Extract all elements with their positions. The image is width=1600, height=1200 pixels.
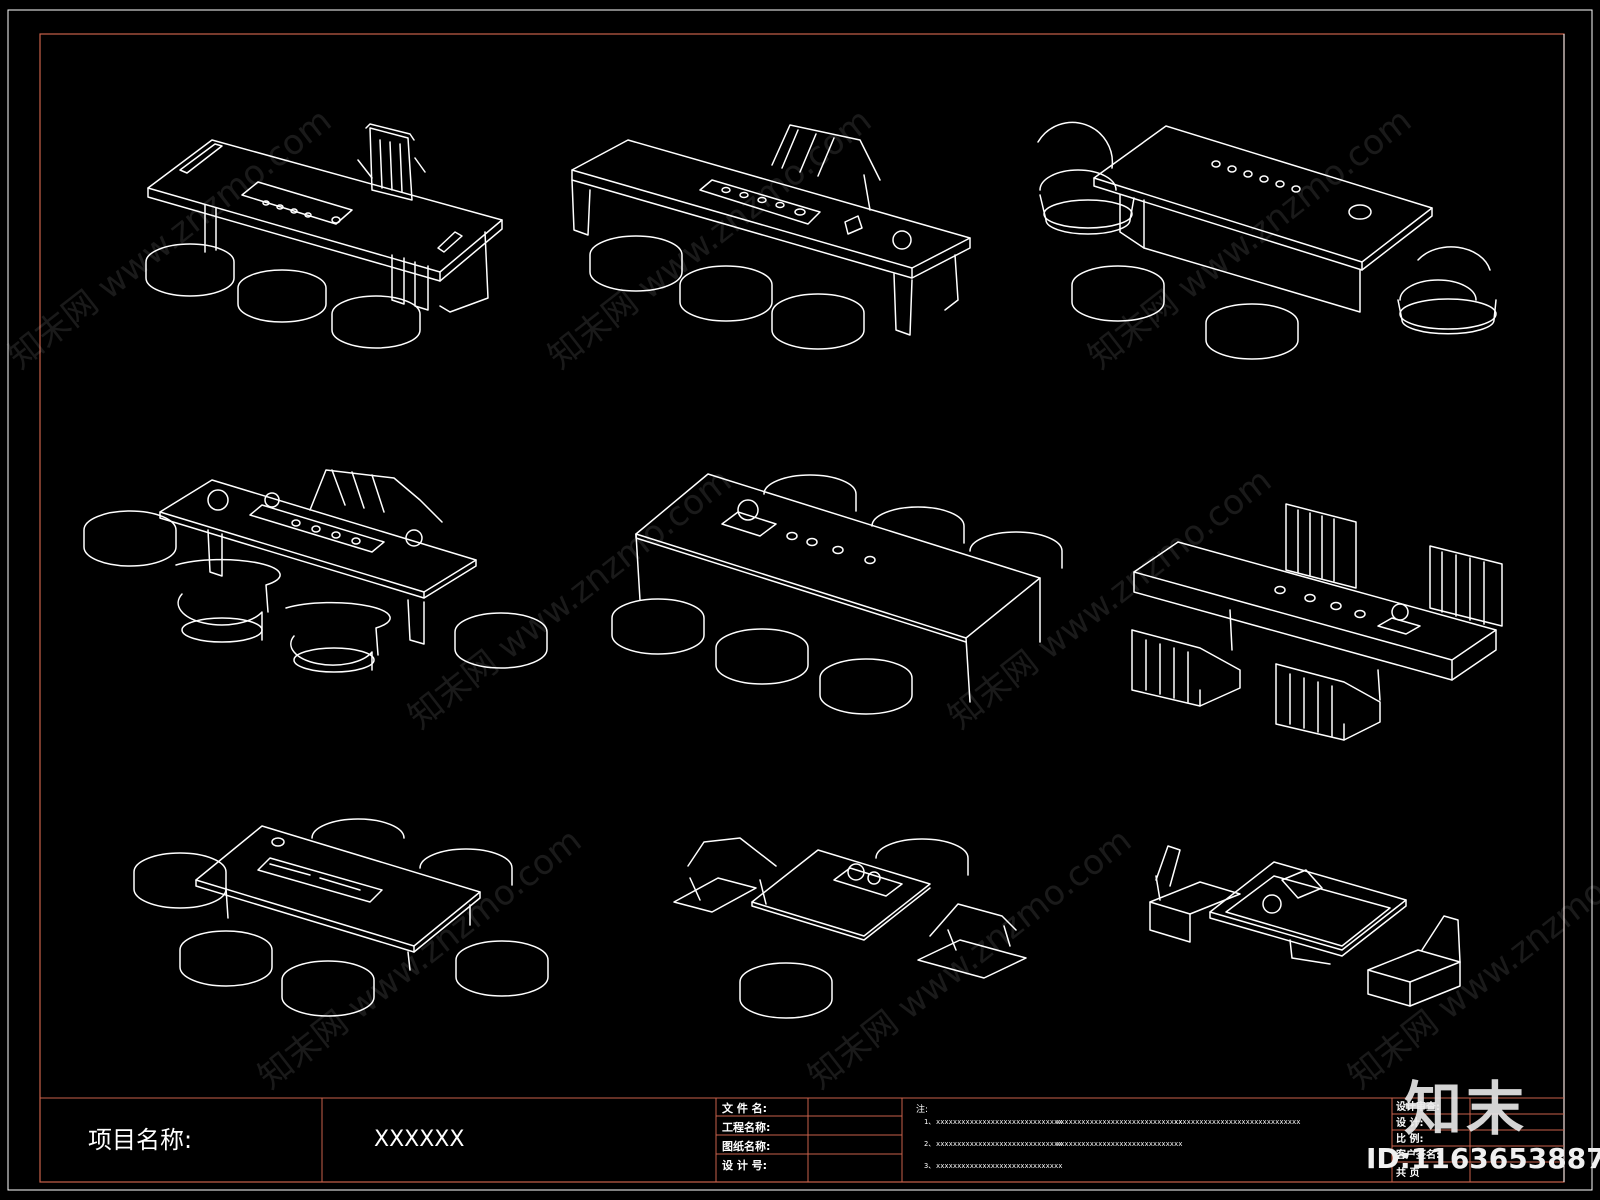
image-id: ID:1163653887 [1366, 1142, 1600, 1175]
tea-set-2 [571, 124, 971, 350]
tea-set-5 [611, 473, 1063, 715]
note-text: xxxxxxxxxxxxxxxxxxxxxxxxxxxxxx [1056, 1140, 1182, 1148]
field-page-count: 共 页 [1396, 1166, 1419, 1179]
tea-set-3 [1037, 121, 1497, 360]
watermark-text: 知末网 www.znzmo.com [541, 101, 879, 377]
tea-set-4 [83, 469, 548, 673]
note-number: 3、 [924, 1162, 935, 1170]
watermark-text: 知末网 www.znzmo.com [1341, 821, 1600, 1097]
note-text: xxxxxxxxxxxxxxxxxxxxxxxxxxxxxx [1056, 1118, 1182, 1126]
tea-set-6 [1131, 503, 1503, 741]
watermark-text: 知末网 www.znzmo.com [1081, 101, 1419, 377]
field-drawing-name: 图纸名称: [722, 1139, 770, 1153]
notes-label: 注: [916, 1103, 928, 1115]
title-block [40, 1097, 1564, 1182]
note-text: xxxxxxxxxxxxxxxxxxxxxxxxxxxxxx [936, 1118, 1062, 1126]
field-file-name: 文 件 名: [722, 1101, 767, 1115]
project-name-value: XXXXXX [374, 1127, 464, 1152]
note-number: 2、 [924, 1140, 935, 1148]
note-text: xxxxxxxxxxxxxxxxxxxxxxxxxxxxxx [936, 1162, 1062, 1170]
note-text: xxxxxxxxxxxxxxxxxxxxxxxxxxxxxx [936, 1140, 1062, 1148]
watermark-layer: 知末网 www.znzmo.com 知末网 www.znzmo.com 知末网 … [1, 101, 1600, 1097]
field-design-review: 设计审查: [1396, 1100, 1440, 1113]
project-name-label: 项目名称: [88, 1126, 192, 1154]
watermark-text: 知末网 www.znzmo.com [801, 821, 1139, 1097]
watermark-text: 知末网 www.znzmo.com [1, 101, 339, 377]
tea-set-8 [673, 837, 1027, 1019]
field-project-name: 工程名称: [722, 1120, 770, 1134]
watermark-text: 知末网 www.znzmo.com [401, 461, 739, 737]
watermark-text: 知末网 www.znzmo.com [251, 821, 589, 1097]
tea-set-9 [1149, 845, 1461, 1007]
field-client-signature: 客户签名: [1395, 1148, 1440, 1161]
field-design-number: 设 计 号: [722, 1158, 767, 1172]
tea-set-7 [133, 818, 549, 1017]
field-designer: 设 计: [1396, 1116, 1423, 1129]
note-text: xxxxxxxxxxxxxxxxxxxxxxxxxxxxxx [1174, 1118, 1300, 1126]
brand-logo-text: 知末 [1404, 1075, 1529, 1143]
outer-frame [7, 9, 1593, 1191]
tea-set-1 [145, 123, 503, 349]
note-number: 1、 [924, 1118, 935, 1126]
field-scale: 比 例: [1396, 1132, 1423, 1145]
